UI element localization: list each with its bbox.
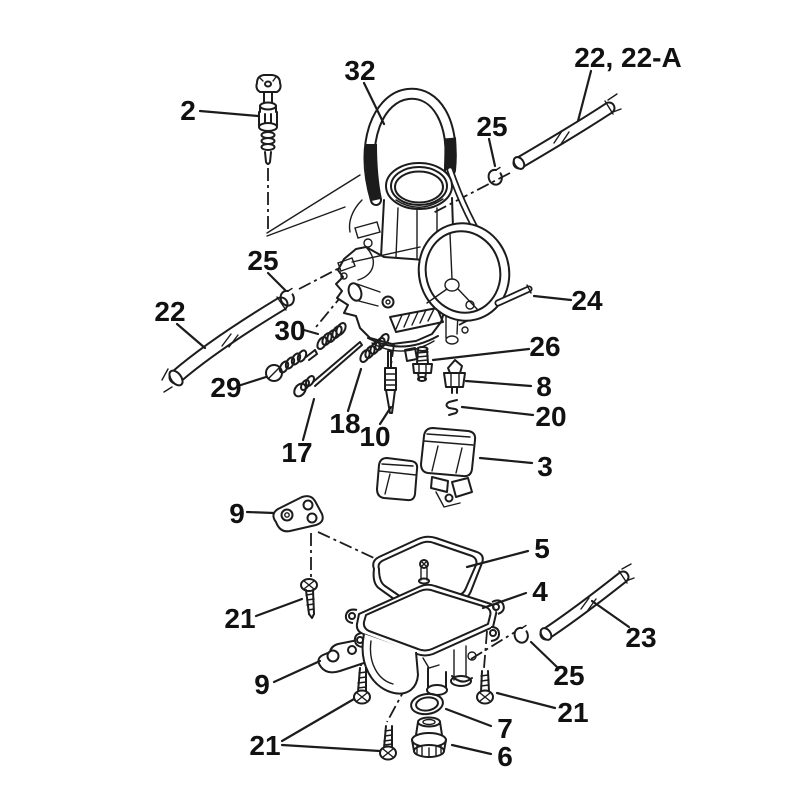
part-needle-valve-8 xyxy=(443,359,466,394)
leader-line-n4 xyxy=(481,591,528,610)
part-spring-18 xyxy=(359,333,390,363)
leader-line-n17 xyxy=(301,397,316,442)
part-label-n21right: 21 xyxy=(557,697,588,728)
part-overflow-hose-23 xyxy=(539,563,635,641)
part-vent-hose-22a xyxy=(512,93,622,170)
leader-line-n21bot xyxy=(280,697,356,743)
part-label-n32: 32 xyxy=(344,55,375,86)
part-label-n23: 23 xyxy=(625,622,656,653)
leader-line-n25top xyxy=(487,137,497,168)
part-vent-hose-22-left xyxy=(161,296,289,393)
part-label-n2: 2 xyxy=(180,95,196,126)
leader-line-n21bot xyxy=(280,743,382,753)
part-label-n9top: 9 xyxy=(229,498,245,529)
leader-line-n8 xyxy=(464,379,533,388)
leader-line-n22left xyxy=(175,322,207,350)
part-label-n6: 6 xyxy=(497,741,513,772)
part-screw-17 xyxy=(293,341,363,398)
leader-line-n25mid xyxy=(266,271,287,292)
part-screw-21-right xyxy=(476,670,494,705)
leader-line-n21left xyxy=(254,597,304,618)
part-label-n5: 5 xyxy=(534,533,550,564)
part-screw-21-left xyxy=(300,578,318,619)
leader-line-n20 xyxy=(460,405,535,417)
leader-line-n6 xyxy=(450,743,493,756)
part-clip-20 xyxy=(445,399,459,416)
part-screw-29 xyxy=(265,349,318,382)
part-spring-30 xyxy=(316,322,347,350)
leader-line-n30 xyxy=(302,328,320,336)
part-label-n18: 18 xyxy=(329,408,360,439)
part-air-screw-2 xyxy=(255,74,282,165)
part-label-n8: 8 xyxy=(536,371,552,402)
part-label-n29: 29 xyxy=(210,372,241,403)
part-jet-26 xyxy=(412,346,433,382)
part-oring-7 xyxy=(410,692,444,716)
leader-line-n24 xyxy=(532,294,573,302)
leader-line-n10 xyxy=(378,405,393,426)
part-label-n3: 3 xyxy=(537,451,553,482)
part-label-n21bot: 21 xyxy=(249,730,280,761)
part-clip-25-bottom xyxy=(513,624,529,644)
part-label-n10: 10 xyxy=(359,421,390,452)
part-carburetor-body xyxy=(335,162,511,362)
part-drain-plug-6 xyxy=(411,716,447,758)
leader-line-n23 xyxy=(590,599,631,629)
part-label-n4: 4 xyxy=(532,576,548,607)
part-label-n22a: 22, 22-A xyxy=(574,42,681,73)
part-clip-25-mid xyxy=(279,287,295,307)
part-label-n26: 26 xyxy=(529,331,560,362)
part-label-n22left: 22 xyxy=(154,296,185,327)
part-label-n24: 24 xyxy=(571,285,603,316)
part-label-n30: 30 xyxy=(274,315,305,346)
part-screw-21-b xyxy=(353,667,371,705)
leader-line-n26 xyxy=(431,347,531,362)
leader-line-n18 xyxy=(346,367,363,413)
part-jet-needle-10 xyxy=(384,350,397,414)
leader-line-n32 xyxy=(362,81,386,126)
leader-line-n9bot xyxy=(272,659,322,684)
leader-line-n7 xyxy=(444,707,493,728)
leader-line-n25bot xyxy=(529,640,559,669)
part-label-n21left: 21 xyxy=(224,603,255,634)
part-rod-24 xyxy=(494,284,533,307)
part-label-n17: 17 xyxy=(281,437,312,468)
leader-line-n29 xyxy=(239,375,268,387)
leader-line-n22a xyxy=(576,69,593,123)
part-cable-guide-32 xyxy=(363,87,494,257)
part-float-bowl-4 xyxy=(344,583,505,696)
part-label-n25bot: 25 xyxy=(553,660,584,691)
part-clip-25-top xyxy=(487,166,503,186)
leader-line-n9top xyxy=(245,510,276,515)
part-bracket-9-top xyxy=(272,495,324,533)
leader-line-n2 xyxy=(198,109,260,118)
leader-line-n5 xyxy=(465,549,530,569)
part-label-n25top: 25 xyxy=(476,111,507,142)
leader-line-n21right xyxy=(495,691,557,710)
part-screw-21-c xyxy=(379,725,397,761)
part-label-n20: 20 xyxy=(535,401,566,432)
part-label-n7: 7 xyxy=(497,713,513,744)
part-label-n25mid: 25 xyxy=(247,245,278,276)
leader-line-n3 xyxy=(478,456,534,465)
part-label-n9bot: 9 xyxy=(254,669,270,700)
part-float-3 xyxy=(376,427,477,508)
